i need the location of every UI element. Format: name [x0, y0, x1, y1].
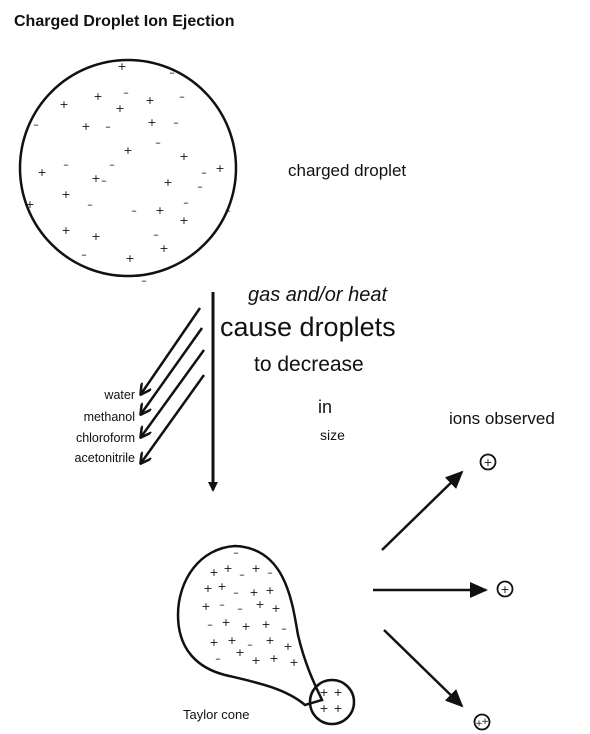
minus-charge: –: [247, 638, 253, 651]
plus-charge: +: [91, 230, 100, 243]
minus-charge: –: [179, 90, 185, 103]
minus-charge: –: [109, 158, 115, 171]
minus-charge: –: [63, 158, 69, 171]
plus-charge: +: [115, 102, 124, 115]
plus-charge: +: [261, 618, 270, 631]
plus-charge: +: [159, 242, 168, 255]
plus-charge: +: [125, 252, 134, 265]
taylor-cone-charges: –++–+–++–+++––++–+++–++–++–++++++++: [201, 546, 342, 715]
plus-charge: +: [81, 120, 90, 133]
solvent-label: chloroform: [76, 432, 135, 445]
plus-charge: +: [241, 620, 250, 633]
ions-observed-label: ions observed: [449, 410, 555, 427]
plus-charge: +: [93, 90, 102, 103]
plus-charge: +: [235, 646, 244, 659]
plus-charge: +: [265, 634, 274, 647]
ion-arrow-up: [382, 472, 462, 550]
minus-charge: –: [131, 204, 137, 217]
cause-droplets-label: cause droplets: [220, 314, 396, 341]
plus-charge: +: [319, 686, 328, 699]
minus-charge: –: [153, 228, 159, 241]
droplet-charges: +–+–+–++–+–+–+–+–––++++–+–+––+––++–+–++–: [25, 60, 230, 287]
minus-charge: –: [225, 204, 231, 217]
plus-charge: +: [333, 686, 342, 699]
ion-symbol: +: [481, 455, 496, 470]
minus-charge: –: [105, 120, 111, 133]
svg-text:+: +: [481, 717, 489, 727]
svg-text:+: +: [483, 456, 492, 469]
plus-charge: +: [215, 162, 224, 175]
plus-charge: +: [201, 600, 210, 613]
minus-charge: –: [281, 622, 287, 635]
plus-charge: +: [91, 172, 100, 185]
plus-charge: +: [251, 562, 260, 575]
plus-charge: +: [155, 204, 164, 217]
in-label: in: [318, 398, 332, 416]
minus-charge: –: [207, 618, 213, 631]
plus-charge: +: [283, 640, 292, 653]
minus-charge: –: [123, 86, 129, 99]
solvent-label: methanol: [84, 411, 135, 424]
plus-charge: +: [223, 562, 232, 575]
minus-charge: –: [33, 118, 39, 131]
plus-charge: +: [179, 214, 188, 227]
minus-charge: –: [183, 196, 189, 209]
solvent-label: water: [104, 389, 135, 402]
minus-charge: –: [215, 652, 221, 665]
minus-charge: –: [219, 598, 225, 611]
plus-charge: +: [251, 654, 260, 667]
size-label: size: [320, 428, 345, 442]
ion-arrow-down: [384, 630, 462, 706]
plus-charge: +: [117, 60, 126, 73]
plus-charge: +: [271, 602, 280, 615]
minus-charge: –: [81, 248, 87, 261]
plus-charge: +: [61, 188, 70, 201]
plus-charge: +: [255, 598, 264, 611]
plus-charge: +: [179, 150, 188, 163]
plus-charge: +: [333, 702, 342, 715]
solvent-arrow: [141, 375, 204, 463]
plus-charge: +: [123, 144, 132, 157]
minus-charge: –: [201, 166, 207, 179]
plus-charge: +: [289, 656, 298, 669]
taylor-cone-label: Taylor cone: [183, 708, 249, 721]
minus-charge: –: [101, 174, 107, 187]
minus-charge: –: [169, 66, 175, 79]
plus-charge: +: [147, 116, 156, 129]
plus-charge: +: [203, 582, 212, 595]
plus-charge: +: [37, 166, 46, 179]
plus-charge: +: [209, 566, 218, 579]
plus-charge: +: [61, 224, 70, 237]
solvent-arrow: [141, 328, 202, 414]
solvent-arrow: [141, 350, 204, 437]
plus-charge: +: [209, 636, 218, 649]
minus-charge: –: [233, 586, 239, 599]
charged-droplet-label: charged droplet: [288, 162, 406, 179]
to-decrease-label: to decrease: [254, 354, 364, 375]
svg-text:+: +: [500, 583, 509, 596]
plus-charge: +: [217, 580, 226, 593]
minus-charge: –: [87, 198, 93, 211]
solvent-arrow: [141, 308, 200, 394]
minus-charge: –: [197, 180, 203, 193]
plus-charge: +: [269, 652, 278, 665]
plus-charge: +: [265, 584, 274, 597]
plus-charge: +: [221, 616, 230, 629]
plus-charge: +: [319, 702, 328, 715]
minus-charge: –: [233, 546, 239, 559]
ion-symbol: +: [498, 582, 513, 597]
plus-charge: +: [25, 198, 34, 211]
plus-charge: +: [163, 176, 172, 189]
minus-charge: –: [173, 116, 179, 129]
gas-heat-label: gas and/or heat: [248, 285, 387, 305]
minus-charge: –: [237, 602, 243, 615]
solvent-label: acetonitrile: [75, 452, 135, 465]
minus-charge: –: [267, 566, 273, 579]
plus-charge: +: [145, 94, 154, 107]
minus-charge: –: [239, 568, 245, 581]
plus-charge: +: [59, 98, 68, 111]
minus-charge: –: [155, 136, 161, 149]
minus-charge: –: [141, 274, 147, 287]
ion-cluster-symbol: + +: [475, 715, 490, 730]
